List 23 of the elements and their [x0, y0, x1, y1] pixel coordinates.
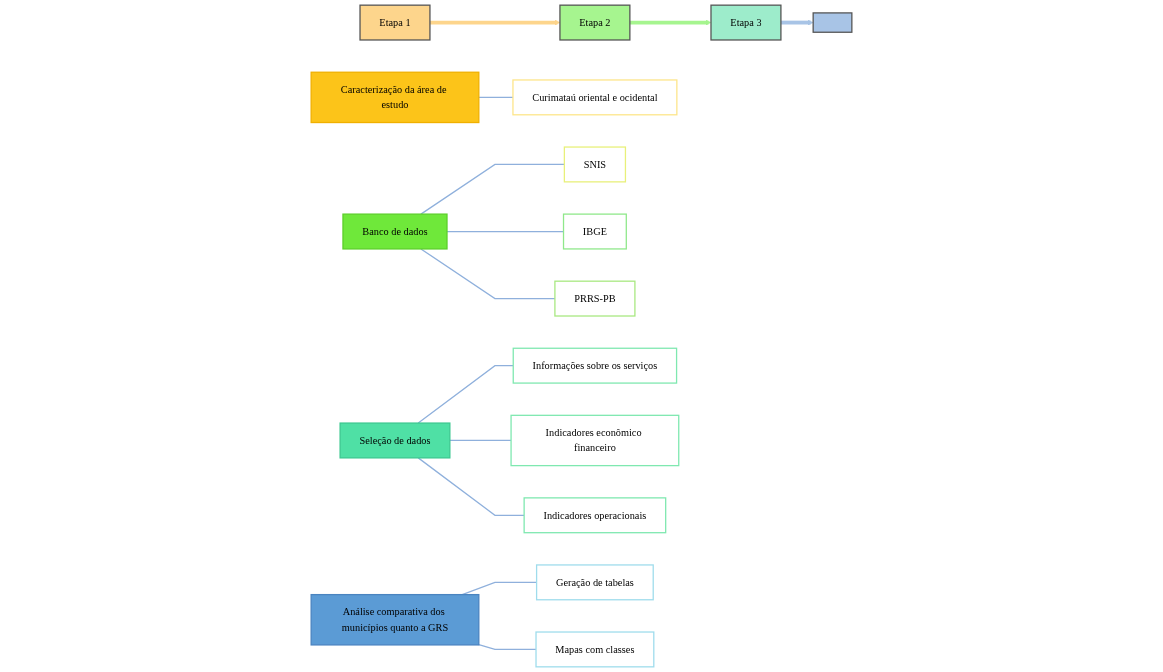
node-box: Etapa 1	[359, 4, 431, 41]
node-box: IBGE	[562, 213, 627, 250]
connector	[478, 644, 537, 651]
node-box: Etapa 2	[559, 4, 631, 41]
node-box	[812, 12, 853, 33]
node-box: Banco de dados	[342, 213, 448, 250]
node-box: PRRS-PB	[554, 280, 636, 317]
node-box: Caracterização da área de estudo	[310, 71, 480, 124]
node-box: Seleção de dados	[339, 422, 451, 459]
connector	[449, 439, 512, 442]
node-box: Indicadores econômico financeiro	[510, 414, 680, 467]
node-box: Geração de tabelas	[535, 564, 654, 601]
node-box: Mapas com classes	[535, 631, 655, 668]
node-box: Análise comparativa dos municípios quanto a GRS	[310, 593, 480, 646]
node-box: Indicadores operacionais	[523, 497, 667, 534]
connector	[417, 365, 514, 424]
node-box: Informações sobre os serviços	[512, 347, 678, 384]
connector	[417, 457, 525, 516]
node-box: Curimataú oriental e ocidental	[512, 79, 678, 116]
node-box: SNIS	[563, 146, 627, 183]
arrow	[780, 19, 814, 26]
node-box: Etapa 3	[710, 4, 782, 41]
connector	[420, 163, 565, 215]
